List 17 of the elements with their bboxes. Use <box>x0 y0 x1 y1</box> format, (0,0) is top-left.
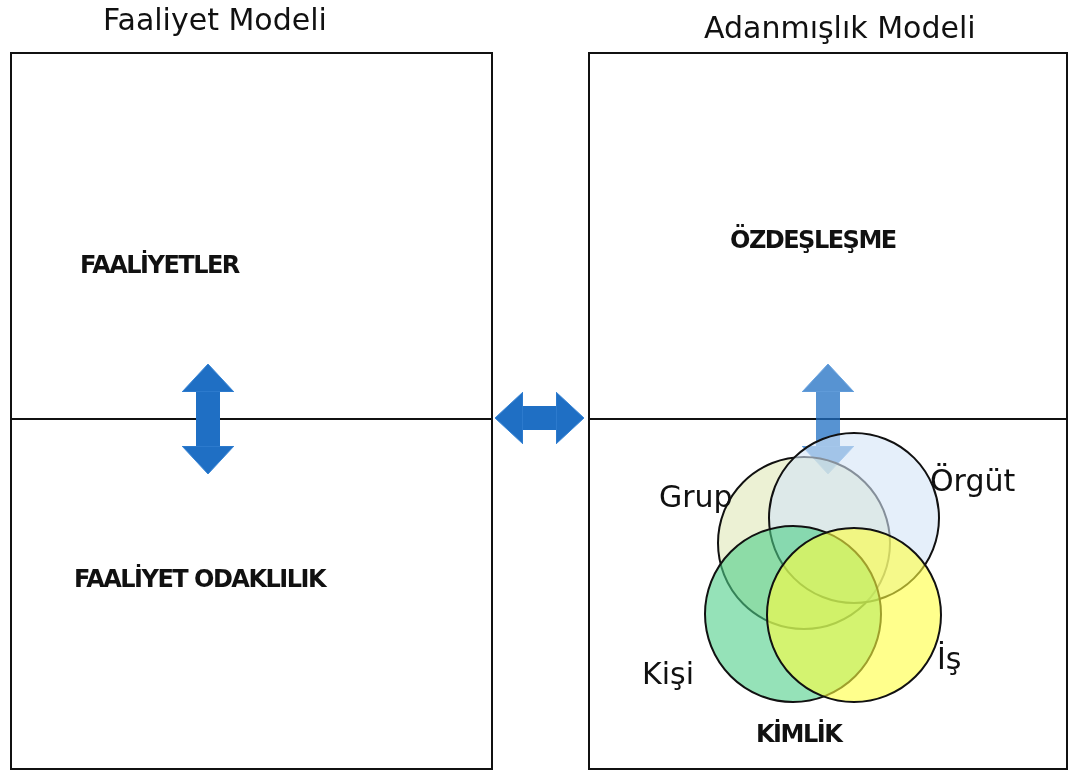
model-title: Adanmışlık Modeli <box>704 10 976 45</box>
double-arrow <box>801 363 855 475</box>
concept-label: FAALİYETLER <box>80 251 239 279</box>
double-arrow <box>181 363 235 475</box>
model-title: Faaliyet Modeli <box>103 2 327 37</box>
model-box <box>588 418 1068 770</box>
model-box <box>10 52 493 420</box>
concept-label: ÖZDEŞLEŞME <box>730 226 896 254</box>
circle-label: Örgüt <box>930 464 1016 498</box>
circle-label: Kişi <box>642 657 694 691</box>
model-box <box>588 52 1068 420</box>
model-box <box>10 418 493 770</box>
double-arrow <box>494 391 585 445</box>
circle-label: İş <box>937 642 962 676</box>
concept-label: FAALİYET ODAKLILIK <box>74 565 326 593</box>
circle-label: Grup <box>659 480 733 514</box>
concept-label: KİMLİK <box>756 720 842 748</box>
